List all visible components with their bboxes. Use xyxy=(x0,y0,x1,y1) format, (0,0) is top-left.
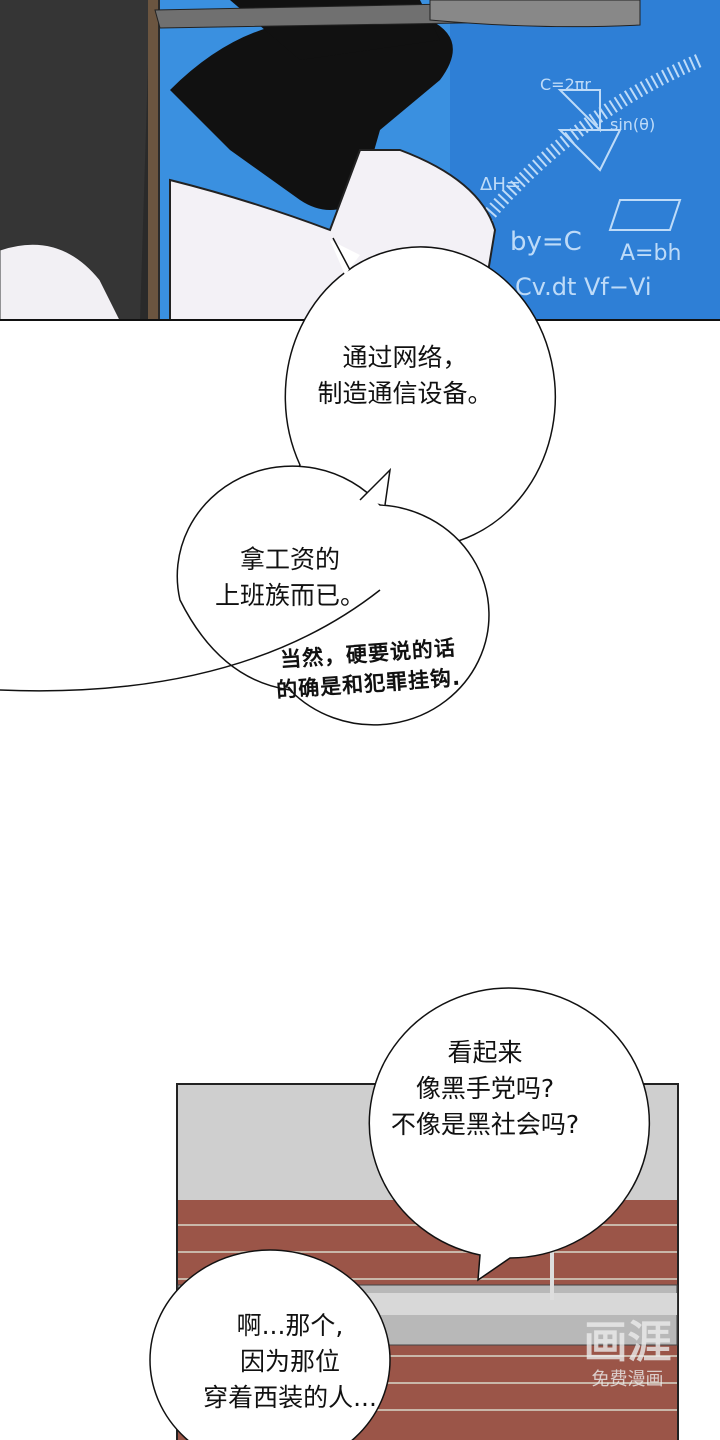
bubble-line: 上班族而已。 xyxy=(214,581,365,610)
bubble-line: 因为那位 xyxy=(239,1347,340,1376)
speech-bubble-1: 通过网络， 制造通信设备。 xyxy=(295,340,515,412)
svg-text:Cv.dt Vf−Vi: Cv.dt Vf−Vi xyxy=(515,273,652,301)
bubble-line: 拿工资的 xyxy=(239,545,340,574)
handwritten-narration: 当然，硬要说的话 的确是和犯罪挂钩. xyxy=(273,632,462,705)
watermark-logo: 画涯 xyxy=(583,1317,672,1368)
bubble-line: 看起来 xyxy=(447,1038,523,1067)
svg-text:A=bh: A=bh xyxy=(620,241,681,266)
speech-bubbles xyxy=(149,237,651,1440)
speech-bubble-2: 拿工资的 上班族而已。 xyxy=(195,542,385,614)
bubble-line: 通过网络， xyxy=(342,343,468,372)
svg-text:sin(θ): sin(θ) xyxy=(610,115,655,134)
watermark-caption: 免费漫画 xyxy=(591,1369,664,1390)
top-panel: ΔH= by=C A=bh Cv.dt Vf−Vi sin(θ) C=2πr xyxy=(0,0,720,321)
bubble-line: 像黑手党吗? xyxy=(415,1074,555,1103)
svg-text:C=2πr: C=2πr xyxy=(540,75,591,94)
bubble-line: 不像是黑社会吗? xyxy=(390,1110,580,1139)
speech-bubble-4: 啊...那个, 因为那位 穿着西装的人... xyxy=(180,1308,400,1416)
speech-bubble-3: 看起来 像黑手党吗? 不像是黑社会吗? xyxy=(360,1035,610,1143)
bubble-line: 啊...那个, xyxy=(236,1311,344,1340)
watermark: 画涯 免费漫画 xyxy=(565,1318,690,1392)
bubble-line: 穿着西装的人... xyxy=(203,1383,377,1412)
bubble-line: 制造通信设备。 xyxy=(317,379,493,408)
svg-text:by=C: by=C xyxy=(510,227,582,257)
